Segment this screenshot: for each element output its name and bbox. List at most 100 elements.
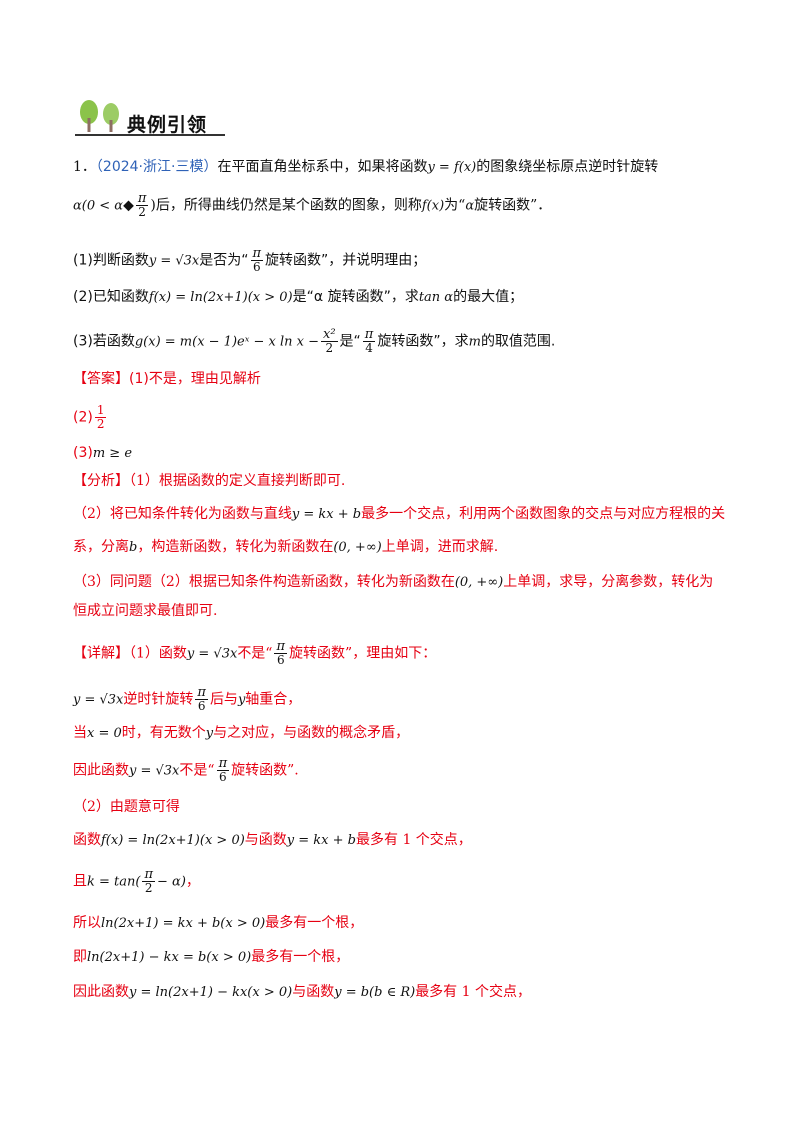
detail-line-9: 即ln(2x+1) − kx = b(x > 0)最多有一个根， (73, 946, 349, 969)
text: （2）将已知条件转化为函数与直线 (73, 506, 292, 522)
text: 的取值范围. (480, 333, 556, 350)
text: 最多有 1 个交点， (356, 832, 472, 848)
text: 是“ (339, 333, 361, 350)
formula: y = kx + b (291, 507, 362, 522)
text: 上单调，进而求解. (381, 539, 499, 555)
stem-text: 为“ (444, 197, 466, 214)
text: (2)已知函数 (73, 289, 149, 305)
formula: y (205, 726, 214, 741)
formula: b (129, 540, 138, 555)
formula: (0, +∞) (454, 575, 504, 590)
question-line-1: 1．（2024·浙江·三模）在平面直角坐标系中，如果将函数y = f(x)的图象… (73, 156, 658, 179)
text: 逆时针旋转 (123, 691, 194, 708)
text: 轴重合， (245, 691, 302, 708)
formula: tan α (418, 290, 454, 305)
formula: ln(2x+1) = kx + b(x > 0) (101, 916, 266, 931)
text: 且 (73, 873, 87, 890)
text: (3) (73, 445, 93, 461)
formula: α (465, 198, 475, 214)
answer-line-1: 【答案】(1)不是，理由见解析 (73, 368, 261, 390)
text: 与函数 (244, 832, 287, 848)
text: 与函数 (292, 984, 335, 1000)
formula: y = b(b ∈ R) (334, 985, 416, 1000)
text: 旋转函数”，求 (377, 333, 469, 350)
text: 旋转函数”，理由如下： (289, 645, 437, 662)
question-source: （2024·浙江·三模） (95, 159, 218, 175)
header-underline (75, 134, 225, 136)
unknown-glyph: ◆ (123, 197, 134, 214)
detail-line-6: 函数f(x) = ln(2x+1)(x > 0)与函数y = kx + b最多有… (73, 829, 472, 852)
text: 最多一个交点，利用两个函数图象的交点与对应方程根的关 (361, 506, 726, 522)
analysis-line-1: 【分析】（1）根据函数的定义直接判断即可. (73, 470, 345, 492)
detail-line-3: 当x = 0时，有无数个y与之对应，与函数的概念矛盾， (73, 722, 409, 745)
formula: f(x) (421, 198, 445, 214)
text: 旋转函数”. (231, 762, 299, 779)
text: 时，有无数个 (121, 725, 206, 741)
text: 系，分离 (73, 539, 129, 555)
text: （3）同问题（2）根据已知条件构造新函数，转化为新函数在 (73, 574, 455, 590)
stem-text: 在平面直角坐标系中，如果将函数 (217, 159, 428, 175)
section-title: 典例引领 (127, 114, 208, 136)
text: (1)判断函数 (73, 252, 149, 269)
text: 不是“ (179, 762, 215, 779)
formula: m (468, 334, 481, 350)
text: 后与 (209, 691, 238, 708)
text: 是“α 旋转函数”，求 (292, 289, 419, 305)
detail-line-10: 因此函数y = ln(2x+1) − kx(x > 0)与函数y = b(b ∈… (73, 981, 531, 1004)
formula: y = √3x (129, 763, 180, 779)
detail-line-5: （2）由题意可得 (73, 796, 180, 818)
formula: ln(2x+1) − kx = b(x > 0) (87, 950, 252, 965)
formula: − α) (157, 874, 186, 890)
text: 所以 (73, 915, 101, 931)
text: 当 (73, 725, 87, 741)
text: 最多有一个根， (265, 915, 364, 931)
text: 不是“ (237, 645, 273, 662)
formula: y = kx + b (286, 833, 356, 848)
text: 旋转函数”，并说明理由； (265, 252, 427, 269)
analysis-line-4: （3）同问题（2）根据已知条件构造新函数，转化为新函数在(0, +∞)上单调，求… (73, 571, 713, 594)
answer-label: 【答案】 (73, 371, 129, 387)
text: （1）函数 (129, 645, 187, 662)
formula: k = tan( (87, 874, 141, 890)
text: 最多有 1 个交点， (415, 984, 531, 1000)
formula: g(x) = m(x − 1)eˣ − x ln x − (134, 334, 319, 350)
text: 上单调，求导，分离参数，转化为 (503, 574, 714, 590)
text: （2）由题意可得 (73, 799, 180, 815)
text: 最多有一个根， (251, 949, 350, 965)
text: 因此函数 (73, 762, 129, 779)
formula: y = √3x (186, 646, 238, 662)
stem-text: 旋转函数”． (474, 197, 552, 214)
analysis-line-3: 系，分离b，构造新函数，转化为新函数在(0, +∞)上单调，进而求解. (73, 536, 498, 559)
analysis-line-2: （2）将已知条件转化为函数与直线y = kx + b最多一个交点，利用两个函数图… (73, 503, 725, 526)
section-header: 典例引领 (75, 98, 225, 142)
formula: m ≥ e (92, 446, 133, 461)
text: 即 (73, 949, 87, 965)
formula: y = f(x) (427, 160, 477, 175)
answer-text: (1)不是，理由见解析 (129, 371, 261, 387)
analysis-line-5: 恒成立问题求最值即可. (73, 600, 217, 622)
text: ， (185, 873, 200, 890)
formula: f(x) = ln(2x+1)(x > 0) (101, 833, 245, 848)
formula: x = 0 (87, 726, 122, 741)
tree-icon (80, 100, 119, 132)
formula: f(x) = ln(2x+1)(x > 0) (148, 290, 293, 305)
text: (2) (73, 409, 93, 426)
text: 与之对应，与函数的概念矛盾， (213, 725, 410, 741)
analysis-label: 【分析】 (73, 473, 129, 489)
text: 是否为“ (199, 252, 249, 269)
